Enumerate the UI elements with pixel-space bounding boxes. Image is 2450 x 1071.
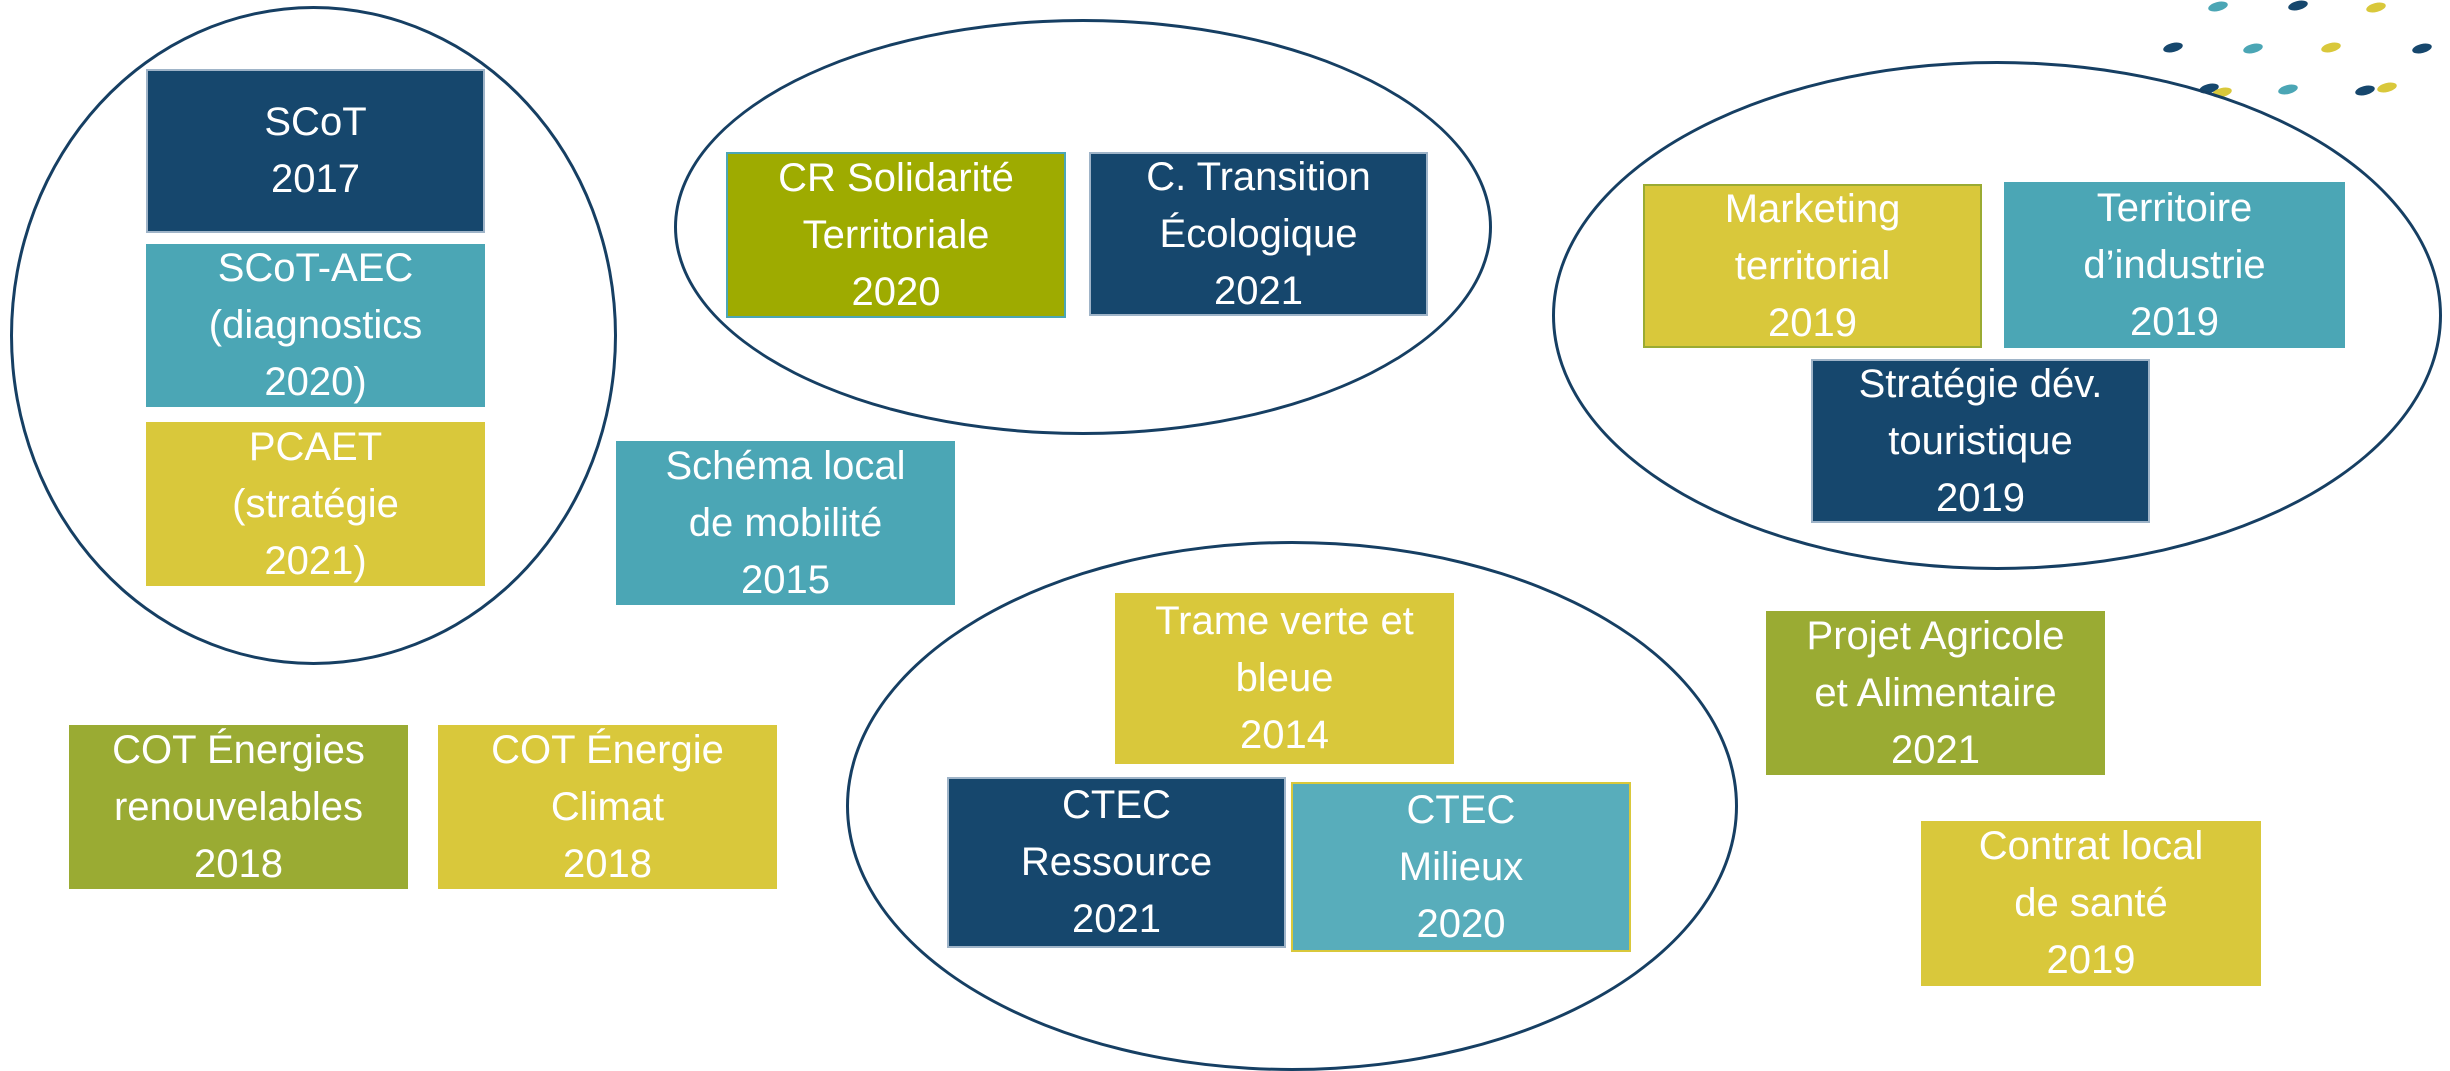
box-ctec-milieux: CTEC Milieux 2020 <box>1291 782 1631 952</box>
box-pcaet: PCAET (stratégie 2021) <box>146 422 485 586</box>
box-year: 2015 <box>741 557 830 602</box>
box-year: 2018 <box>194 841 283 886</box>
dot <box>2365 0 2387 15</box>
box-line: Territoire <box>2096 185 2253 230</box>
box-line: territorial <box>1734 243 1891 288</box>
dot <box>2287 0 2309 13</box>
box-year: 2019 <box>2130 299 2219 344</box>
box-year: 2019 <box>1768 300 1857 345</box>
box-contrat-sante: Contrat local de santé 2019 <box>1921 821 2261 986</box>
box-line: de santé <box>2014 881 2168 925</box>
box-line: Projet Agricole <box>1806 613 2065 658</box>
box-line: SCoT <box>264 100 367 144</box>
box-line: Trame verte et <box>1155 599 1414 643</box>
box-line: et Alimentaire <box>1814 670 2057 715</box>
group-ellipse-contracts <box>674 19 1492 435</box>
box-strategie-touristique: Stratégie dév. touristique 2019 <box>1811 359 2150 523</box>
box-year: 2020 <box>851 269 941 314</box>
box-line: Contrat local <box>1978 824 2204 868</box>
box-scot-aec: SCoT-AEC (diagnostics 2020) <box>146 244 485 407</box>
box-trame-verte: Trame verte et bleue 2014 <box>1115 593 1454 764</box>
box-line: Écologique <box>1159 211 1358 256</box>
box-line: bleue <box>1235 656 1334 700</box>
dot <box>2162 40 2184 55</box>
box-line: d’industrie <box>2083 242 2266 287</box>
box-cot-climat: COT Énergie Climat 2018 <box>438 725 777 889</box>
box-line: PCAET <box>248 424 383 469</box>
box-ctec-ressource: CTEC Ressource 2021 <box>947 777 1286 948</box>
box-line: Stratégie dév. <box>1858 361 2103 406</box>
box-year: 2019 <box>1936 475 2025 520</box>
box-projet-agricole: Projet Agricole et Alimentaire 2021 <box>1766 611 2105 775</box>
box-line: COT Énergies <box>112 727 365 772</box>
box-line: COT Énergie <box>491 727 724 772</box>
box-line: Territoriale <box>802 212 990 257</box>
dot <box>2242 41 2264 56</box>
box-cr-solidarite: CR Solidarité Territoriale 2020 <box>726 152 1066 318</box>
box-year: 2020) <box>264 360 367 404</box>
dot <box>2411 41 2433 56</box>
box-territoire-industrie: Territoire d’industrie 2019 <box>2004 182 2345 348</box>
box-year: 2020 <box>1416 901 1506 946</box>
box-schema-mobilite: Schéma local de mobilité 2015 <box>616 441 955 605</box>
box-line: CR Solidarité <box>778 155 1014 200</box>
box-line: Climat <box>550 784 665 829</box>
box-year: 2018 <box>563 841 652 886</box>
box-year: 2014 <box>1240 713 1329 757</box>
box-line: renouvelables <box>113 784 364 829</box>
box-year: 2021 <box>1072 897 1161 941</box>
box-line: CTEC <box>1062 783 1171 827</box>
box-line: de mobilité <box>688 500 883 545</box>
box-line: (stratégie <box>232 481 399 526</box>
box-line: C. Transition <box>1146 154 1371 199</box>
box-year: 2021 <box>1891 727 1980 772</box>
box-line: SCoT-AEC <box>217 246 414 290</box>
dot <box>2207 0 2229 14</box>
box-c-transition: C. Transition Écologique 2021 <box>1089 152 1428 316</box>
box-line: CTEC <box>1406 787 1516 832</box>
box-cot-enr: COT Énergies renouvelables 2018 <box>69 725 408 889</box>
dot <box>2320 40 2342 55</box>
box-line: Schéma local <box>665 443 906 488</box>
box-marketing: Marketing territorial 2019 <box>1643 184 1982 348</box>
group-ellipse-economy <box>1552 61 2442 570</box>
box-year: 2021 <box>1214 268 1303 313</box>
dot <box>2277 82 2299 97</box>
box-year: 2019 <box>2046 938 2136 982</box>
box-line: Ressource <box>1020 840 1213 884</box>
box-year: 2021) <box>264 538 367 583</box>
box-line: (diagnostics <box>208 303 423 347</box>
box-scot: SCoT 2017 <box>146 69 485 233</box>
dot <box>2354 83 2376 98</box>
box-line: Marketing <box>1724 186 1901 231</box>
box-year: 2017 <box>271 157 360 201</box>
box-line: touristique <box>1888 418 2073 463</box>
box-line: Milieux <box>1398 844 1524 889</box>
dot <box>2376 80 2398 95</box>
group-ellipse-planning <box>10 6 617 665</box>
